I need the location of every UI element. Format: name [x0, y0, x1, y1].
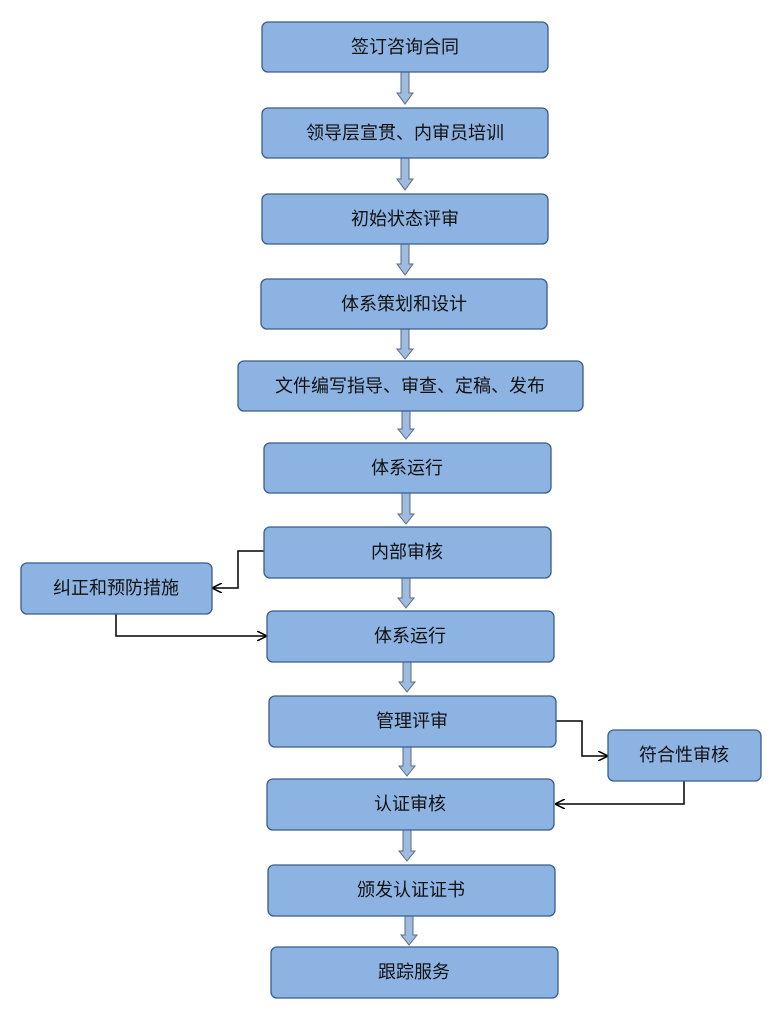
step-label: 初始状态评审 — [351, 209, 459, 230]
step-management-review: 管理评审 — [268, 695, 557, 748]
step-label: 领导层宣贯、内审员培训 — [306, 123, 504, 144]
step-label: 跟踪服务 — [378, 962, 450, 983]
step-label: 体系运行 — [374, 626, 446, 647]
step-sign-contract: 签订咨询合同 — [261, 21, 549, 73]
step-label: 管理评审 — [376, 711, 448, 732]
step-label: 签订咨询合同 — [351, 37, 459, 58]
connector-audit-to-corrective — [213, 550, 264, 588]
step-initial-review: 初始状态评审 — [261, 193, 549, 245]
step-label: 符合性审核 — [639, 745, 729, 766]
down-arrow — [399, 915, 419, 946]
step-issue-certificate: 颁发认证证书 — [267, 864, 556, 917]
step-certification-audit: 认证审核 — [266, 778, 555, 831]
down-arrow — [396, 157, 414, 191]
step-system-operation-1: 体系运行 — [263, 442, 552, 494]
flow-arrows — [395, 71, 419, 946]
step-label: 体系运行 — [371, 458, 443, 479]
step-label: 认证审核 — [374, 794, 446, 815]
side-steps: 纠正和预防措施 符合性审核 — [20, 562, 762, 782]
step-documentation: 文件编写指导、审查、定稿、发布 — [237, 360, 584, 412]
down-arrow — [396, 243, 414, 276]
step-leadership-training: 领导层宣贯、内审员培训 — [261, 107, 549, 159]
loop-connectors — [115, 550, 685, 804]
step-label: 颁发认证证书 — [357, 880, 465, 901]
down-arrow — [397, 746, 417, 777]
connector-review-to-conformity — [556, 720, 607, 756]
step-internal-audit: 内部审核 — [263, 526, 552, 579]
step-label: 内部审核 — [371, 542, 443, 563]
connector-conformity-to-certification — [556, 781, 685, 804]
down-arrow — [396, 577, 416, 609]
down-arrow — [397, 829, 417, 862]
step-label: 文件编写指导、审查、定稿、发布 — [275, 376, 545, 397]
step-system-planning: 体系策划和设计 — [260, 278, 548, 330]
step-label: 体系策划和设计 — [341, 294, 467, 315]
down-arrow — [396, 71, 414, 105]
step-system-operation-2: 体系运行 — [266, 610, 555, 663]
down-arrow — [396, 492, 416, 525]
step-follow-up-service: 跟踪服务 — [270, 946, 559, 999]
step-conformity-audit: 符合性审核 — [607, 729, 762, 782]
step-corrective-preventive-action: 纠正和预防措施 — [20, 562, 213, 615]
step-label: 纠正和预防措施 — [53, 578, 179, 599]
down-arrow — [396, 410, 416, 440]
main-steps: 签订咨询合同 领导层宣贯、内审员培训 初始状态评审 体系策划和设计 文件编写指导… — [237, 21, 584, 999]
connector-corrective-to-operation — [115, 614, 266, 636]
down-arrow — [397, 661, 417, 693]
down-arrow — [395, 328, 415, 360]
